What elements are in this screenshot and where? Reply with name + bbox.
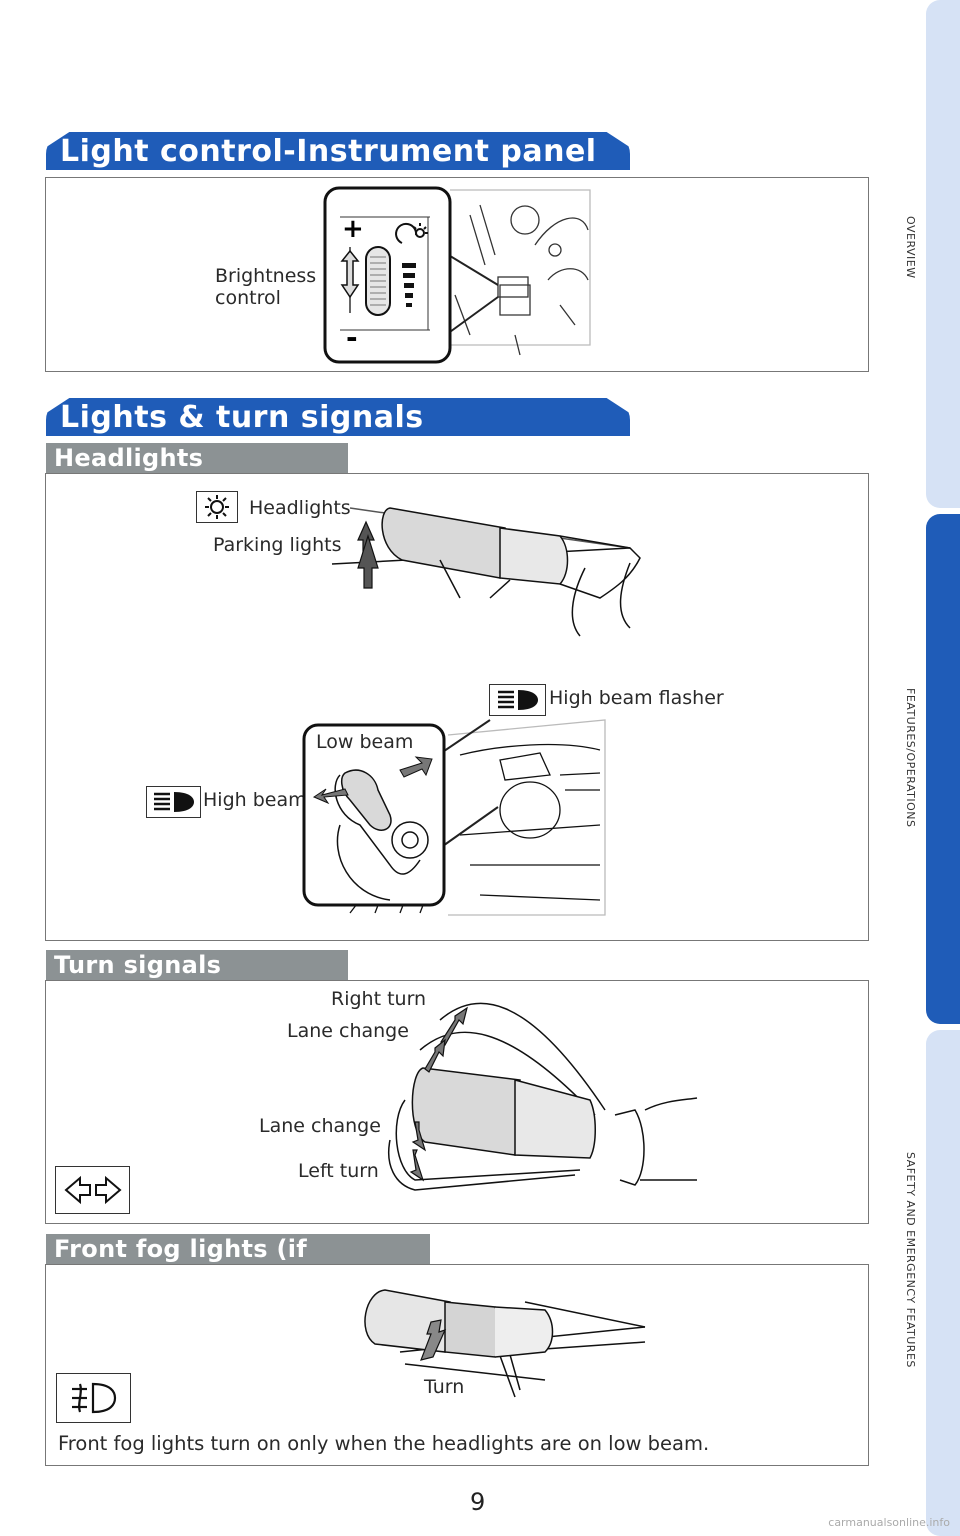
subsection-title-fog-lights: Front fog lights (if equipped) <box>46 1234 430 1293</box>
nav-tab-safety[interactable] <box>926 1030 960 1536</box>
high-beam-icon <box>146 786 201 818</box>
fog-light-icon <box>56 1373 131 1423</box>
headlight-switch-illustration <box>331 507 641 637</box>
svg-text:+: + <box>342 214 364 244</box>
fog-turn-label: Turn <box>424 1376 465 1398</box>
brightness-label-line2: control <box>215 287 281 309</box>
high-beam-label: High beam <box>203 789 307 811</box>
high-beam-icon <box>489 684 546 716</box>
subsection-title-headlights: Headlights <box>46 443 348 473</box>
watermark: carmanualsonline.info <box>828 1516 950 1529</box>
nav-label-safety: SAFETY AND EMERGENCY FEATURES <box>904 1152 917 1368</box>
panel-fog-lights <box>45 1264 869 1466</box>
nav-tab-features[interactable] <box>926 514 960 1024</box>
page-number: 9 <box>470 1488 486 1516</box>
panel-light-control <box>45 177 869 372</box>
headlight-icon <box>196 491 238 523</box>
brightness-control-illustration: + - <box>323 186 591 364</box>
lane-change-bottom-label: Lane change <box>259 1115 381 1137</box>
beam-lever-illustration <box>302 719 606 916</box>
turn-signal-icon <box>55 1166 130 1214</box>
turn-signal-lever-illustration <box>388 1002 698 1191</box>
lane-change-top-label: Lane change <box>287 1020 409 1042</box>
svg-text:-: - <box>346 321 358 354</box>
section-title-lights-turn: Lights & turn signals <box>46 398 630 436</box>
nav-tab-overview[interactable] <box>926 0 960 508</box>
low-beam-label: Low beam <box>316 731 414 753</box>
fog-note: Front fog lights turn on only when the h… <box>58 1432 710 1455</box>
nav-label-overview: OVERVIEW <box>904 216 917 279</box>
right-turn-label: Right turn <box>331 988 427 1010</box>
fog-light-switch-illustration <box>364 1289 646 1398</box>
section-title-light-control: Light control-Instrument panel <box>46 132 630 170</box>
nav-label-features: FEATURES/OPERATIONS <box>904 688 917 828</box>
high-beam-flasher-label: High beam flasher <box>549 687 724 709</box>
subsection-title-turn-signals: Turn signals <box>46 950 348 980</box>
left-turn-label: Left turn <box>298 1160 379 1182</box>
brightness-label-line1: Brightness <box>215 265 317 287</box>
parking-lights-label: Parking lights <box>213 534 342 556</box>
headlights-label: Headlights <box>249 497 351 519</box>
